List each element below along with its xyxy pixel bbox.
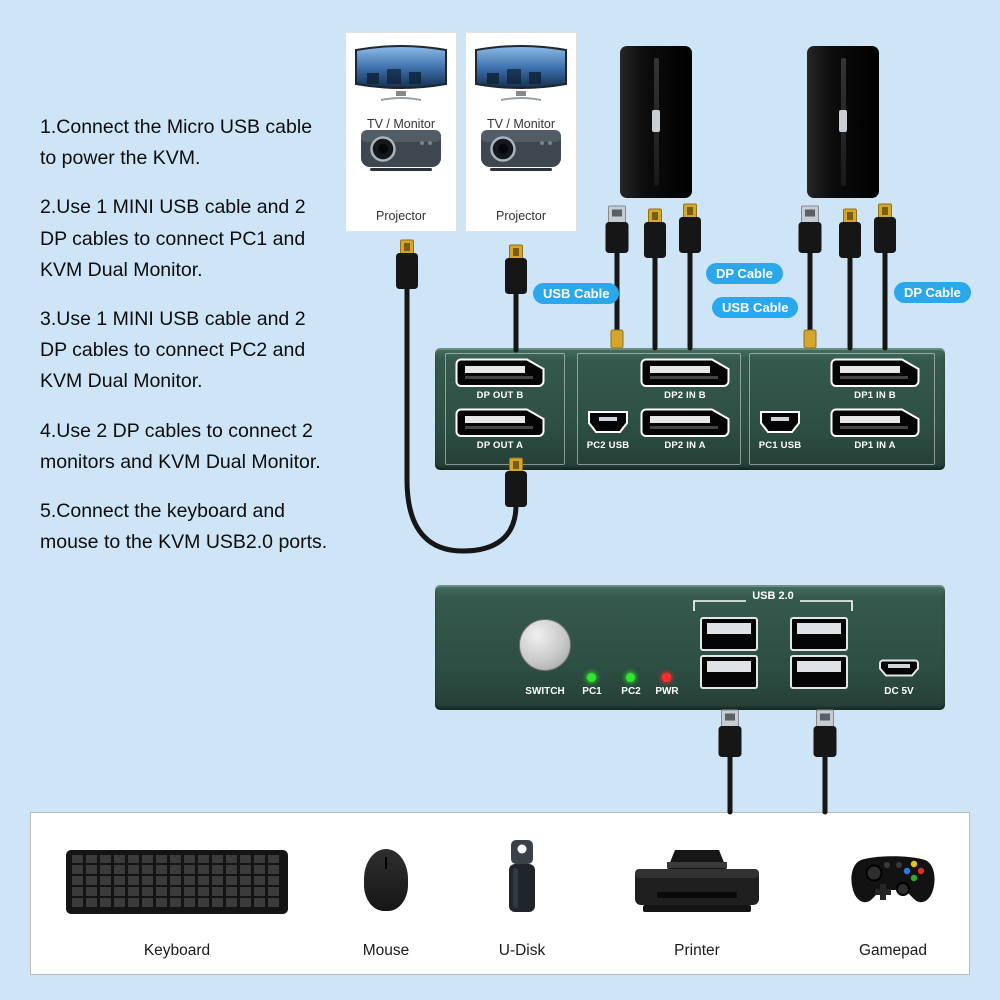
dp1-in-b-port-icon <box>830 358 920 387</box>
dp-out-b-port-icon <box>455 358 545 387</box>
pc1-tower <box>807 46 879 198</box>
udisk-label: U-Disk <box>498 942 546 959</box>
dp2-in-b-port-icon <box>640 358 730 387</box>
pc1-usb-port-icon <box>760 411 800 433</box>
dp-plug-connector <box>873 203 897 254</box>
instruction-step-4: 4.Use 2 DP cables to connect 2 monitors … <box>40 419 321 473</box>
dc-5v-label: DC 5V <box>884 686 914 697</box>
tv-monitor-icon <box>355 45 447 101</box>
projector-icon <box>361 130 441 171</box>
projector-label: Projector <box>375 209 427 223</box>
dp-out-b-label: DP OUT B <box>476 390 524 401</box>
usb-section-label: USB 2.0 <box>752 590 794 602</box>
dp-cable-badge-2: DP Cable <box>894 282 971 303</box>
udisk-icon <box>509 840 535 912</box>
pc2-usb-port-icon <box>588 411 628 433</box>
usb-plug-connector <box>798 205 822 254</box>
dp2-in-a-port-icon <box>640 408 730 437</box>
dc-5v-port-icon <box>879 659 919 677</box>
tv-monitor-label: TV / Monitor <box>486 117 556 131</box>
printer-icon <box>635 850 759 912</box>
instruction-step-3: 3.Use 1 MINI USB cable and 2 DP cables t… <box>40 307 306 393</box>
dp-out-a-label: DP OUT A <box>476 440 524 451</box>
mini-usb-connector <box>610 329 624 349</box>
usb-plug-connector <box>718 709 742 758</box>
usb-plug-connector <box>605 205 629 254</box>
printer-label: Printer <box>674 942 720 959</box>
tv-monitor-icon <box>475 45 567 101</box>
dp2-in-b-label: DP2 IN B <box>664 390 706 401</box>
instruction-list: 1.Connect the Micro USB cable to power t… <box>40 112 332 576</box>
dp-plug-connector <box>643 208 667 259</box>
dp1-in-a-label: DP1 IN A <box>854 440 896 451</box>
pc1-usb-label: PC1 USB <box>758 440 802 451</box>
dp-plug-connector <box>504 244 528 295</box>
dp-out-a-port-icon <box>455 408 545 437</box>
pc2-usb-label: PC2 USB <box>586 440 630 451</box>
switch-button <box>519 619 571 671</box>
dp2-in-a-label: DP2 IN A <box>664 440 706 451</box>
pc1-led-label: PC1 <box>582 686 602 697</box>
mini-usb-connector <box>803 329 817 349</box>
instruction-step-5: 5.Connect the keyboard and mouse to the … <box>40 499 328 554</box>
dp-cable-badge-1: DP Cable <box>706 263 783 284</box>
gamepad-label: Gamepad <box>858 942 928 959</box>
kvm-rear-panel: DP OUT B DP OUT A PC2 USB DP2 IN B DP2 I… <box>435 348 945 470</box>
mouse-icon <box>364 849 408 911</box>
pc2-led-label: PC2 <box>621 686 641 697</box>
pc2-led <box>626 673 635 682</box>
projector-icon <box>481 130 561 171</box>
keyboard-icon <box>66 850 288 914</box>
tv-monitor-label: TV / Monitor <box>366 117 436 131</box>
usb-port-1 <box>700 617 758 651</box>
pc1-led <box>587 673 596 682</box>
dp-plug-connector <box>678 203 702 254</box>
dp-plug-connector <box>838 208 862 259</box>
usb-port-2 <box>700 655 758 689</box>
instruction-step-1: 1.Connect the Micro USB cable to power t… <box>40 116 313 170</box>
dp-plug-connector <box>395 239 419 290</box>
instruction-step-2: 2.Use 1 MINI USB cable and 2 DP cables t… <box>40 196 306 281</box>
projector-label: Projector <box>495 209 547 223</box>
display-card-2: TV / Monitor Projector <box>465 32 577 232</box>
keyboard-label: Keyboard <box>143 942 211 959</box>
usb-plug-connector <box>813 709 837 758</box>
usb-port-3 <box>790 617 848 651</box>
usb-cable-badge-1: USB Cable <box>533 283 620 304</box>
rear-section-pc2 <box>577 353 741 465</box>
usb-port-4 <box>790 655 848 689</box>
kvm-front-panel: SWITCH PC1 PC2 PWR USB 2.0 DC 5V <box>435 585 945 710</box>
pc2-tower <box>620 46 692 198</box>
usb-cable-badge-2: USB Cable <box>712 297 799 318</box>
dp1-in-a-port-icon <box>830 408 920 437</box>
dp1-in-b-label: DP1 IN B <box>854 390 896 401</box>
display-card-1: TV / Monitor Projector <box>345 32 457 232</box>
mouse-label: Mouse <box>362 942 410 959</box>
pwr-led <box>662 673 671 682</box>
rear-section-pc1 <box>749 353 935 465</box>
gamepad-icon <box>851 856 935 903</box>
usb-section-bracket <box>693 600 853 611</box>
pwr-led-label: PWR <box>655 686 679 697</box>
switch-label: SWITCH <box>525 686 565 697</box>
